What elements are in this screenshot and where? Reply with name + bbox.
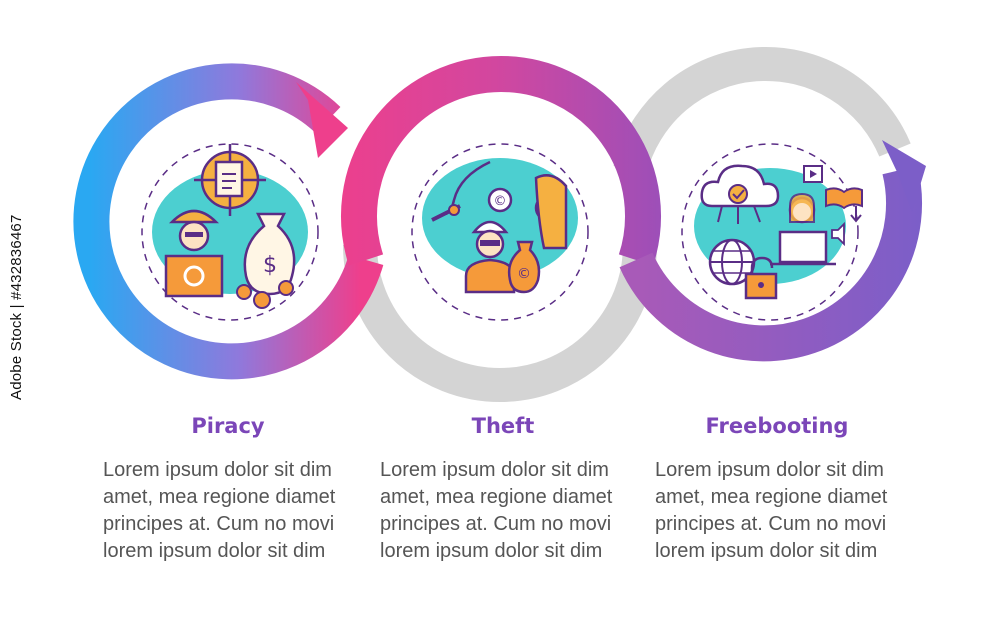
woman-laptop-icon — [770, 192, 836, 266]
step-description-piracy: Lorem ipsum dolor sit dim amet, mea regi… — [103, 457, 373, 565]
fishing-hook-icon — [431, 160, 491, 222]
description-line: lorem ipsum dolor sit dim — [103, 540, 326, 562]
step-description-theft: Lorem ipsum dolor sit dim amet, mea regi… — [380, 457, 650, 565]
step-title-theft: Theft — [471, 414, 535, 438]
copyright-icon — [487, 187, 513, 213]
stock-watermark: Adobe Stock | #432836467 — [8, 214, 25, 400]
description-line: principes at. Cum no movi — [655, 513, 887, 535]
description-line: amet, mea regione diamet — [655, 486, 888, 508]
lock-icon — [744, 256, 778, 300]
ring-gray-middle — [343, 244, 657, 402]
loot-bag-icon: © — [507, 240, 541, 294]
step-title-freebooting: Freebooting — [705, 414, 849, 438]
book-download-icon — [825, 187, 863, 223]
ring-left-arrowhead — [296, 82, 348, 158]
svg-text:©: © — [517, 266, 531, 282]
theft-icon: © © — [411, 143, 589, 321]
globe-icon — [708, 238, 756, 286]
hand-icon — [534, 174, 568, 250]
document-icon — [214, 160, 244, 198]
step-title-piracy: Piracy — [191, 414, 265, 438]
freebooting-icon — [681, 143, 863, 321]
description-line: Lorem ipsum dolor sit dim — [380, 459, 609, 481]
speaker-icon — [831, 221, 845, 247]
ring-left — [73, 63, 384, 380]
svg-text:©: © — [494, 194, 507, 209]
thief-person-icon — [464, 220, 516, 294]
ring-right-arrowhead — [882, 140, 926, 212]
description-line: amet, mea regione diamet — [380, 486, 613, 508]
ring-middle — [341, 55, 661, 266]
pirate-person-icon — [168, 209, 220, 252]
description-line: amet, mea regione diamet — [103, 486, 336, 508]
description-line: Lorem ipsum dolor sit dim — [655, 459, 884, 481]
piracy-icon: $ — [141, 143, 319, 321]
description-line: lorem ipsum dolor sit dim — [655, 540, 878, 562]
step-description-freebooting: Lorem ipsum dolor sit dim amet, mea regi… — [655, 457, 925, 565]
ring-right — [619, 165, 922, 362]
description-line: Lorem ipsum dolor sit dim — [103, 459, 332, 481]
description-line: principes at. Cum no movi — [380, 513, 612, 535]
description-line: principes at. Cum no movi — [103, 513, 335, 535]
cloud-check-icon — [700, 164, 780, 224]
ring-gray-right — [613, 46, 911, 175]
description-line: lorem ipsum dolor sit dim — [380, 540, 603, 562]
svg-text:$: $ — [263, 253, 277, 278]
laptop-icon — [164, 254, 224, 298]
money-bag-icon: $ — [236, 212, 296, 309]
play-icon — [803, 165, 823, 183]
